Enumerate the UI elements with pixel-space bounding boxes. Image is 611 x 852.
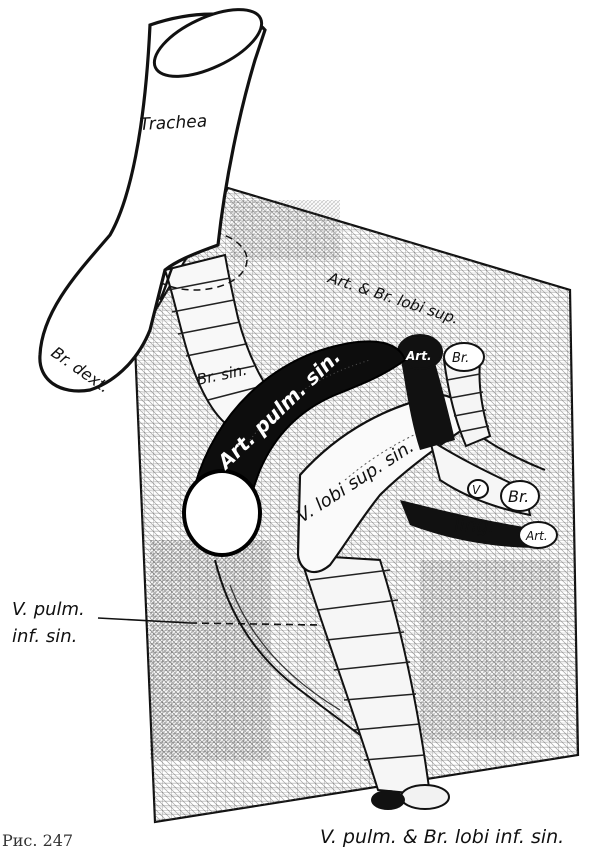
art-top-label: Art.	[405, 349, 432, 363]
v-circle-label: V	[472, 483, 481, 497]
br-top-label: Br.	[452, 351, 469, 366]
figure-caption: Рис. 247	[2, 831, 73, 850]
ling-label: ling.	[454, 515, 495, 537]
v-pulm-inf-label-line1: V. pulm.	[12, 599, 85, 620]
bottom-label: V. pulm. & Br. lobi inf. sin.	[320, 826, 564, 848]
v-pulm-inf-label-line2: inf. sin.	[12, 626, 77, 647]
art-right-label: Art.	[525, 529, 548, 543]
trachea-label: Trachea	[139, 111, 207, 135]
br-right-label: Br.	[508, 487, 529, 506]
